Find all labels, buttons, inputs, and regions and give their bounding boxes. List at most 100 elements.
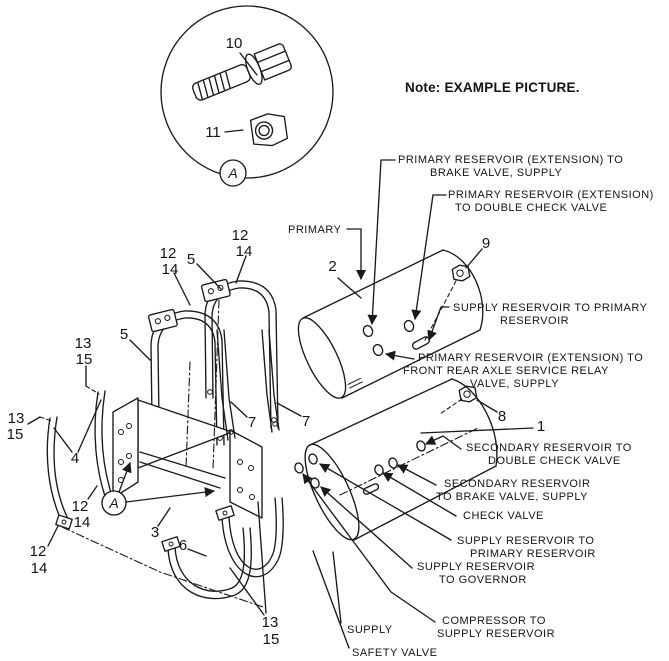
- leader-line: [85, 385, 100, 395]
- leader-line: [346, 228, 367, 281]
- leader-line: [337, 277, 362, 299]
- reservoir-port: [372, 343, 384, 357]
- part-number-14: 14: [31, 560, 48, 577]
- highlighted-item-2[interactable]: 2: [318, 251, 347, 278]
- nut-illustration: [249, 113, 289, 147]
- part-number-13: 13: [262, 614, 279, 631]
- callout-primary-ext-relay-3: VALVE, SUPPLY: [470, 378, 559, 390]
- reservoir-strap: [261, 329, 280, 433]
- callout-primary-ext-doublecheck-2: TO DOUBLE CHECK VALVE: [455, 202, 607, 214]
- callout-primary-ext-brake-2: BRAKE VALVE, SUPPLY: [430, 167, 563, 179]
- callout-secondary-brake-2: TO BRAKE VALVE, SUPPLY: [436, 491, 588, 503]
- leader-line: [187, 548, 207, 557]
- leader-line: [397, 464, 437, 486]
- reservoir-port: [403, 319, 415, 333]
- leader-line: [173, 272, 191, 306]
- leader-line: [39, 416, 53, 422]
- mounting-strap: [46, 416, 73, 530]
- leader-line: [196, 263, 222, 290]
- part-number-15: 15: [7, 426, 24, 443]
- part-number-7: 7: [302, 413, 310, 430]
- centerline: [185, 361, 191, 469]
- leader-line: [229, 567, 265, 616]
- reservoir-fitting: [362, 483, 380, 495]
- part-number-12: 12: [30, 543, 47, 560]
- leader-line: [465, 248, 483, 269]
- reservoir-port: [308, 453, 318, 465]
- callout-secondary-brake-1: SECONDARY RESERVOIR: [444, 478, 590, 490]
- detail-view-marker-label: A: [227, 165, 237, 181]
- reservoir-port: [416, 440, 426, 452]
- part-number-9: 9: [482, 235, 490, 252]
- callout-supply-governor-2: TO GOVERNOR: [439, 574, 527, 586]
- primary-reservoir: [297, 249, 488, 399]
- weld-seam: [347, 377, 363, 389]
- callout-primary-ext-brake-1: PRIMARY RESERVOIR (EXTENSION) TO: [398, 154, 623, 166]
- reservoir-port: [294, 462, 304, 474]
- leader-line: [157, 507, 171, 527]
- leader-line: [257, 501, 267, 614]
- part-number-12: 12: [232, 227, 249, 244]
- callout-secondary-doublecheck-2: DOUBLE CHECK VALVE: [488, 455, 621, 467]
- part-number-7: 7: [248, 414, 256, 431]
- leader-line: [53, 427, 73, 453]
- reservoir-strap: [216, 329, 236, 441]
- part-number-3: 3: [151, 524, 159, 541]
- part-number-6: 6: [179, 537, 187, 554]
- leader-line: [27, 416, 41, 425]
- detail-view-marker-circle: [219, 159, 247, 187]
- leader-line: [129, 339, 151, 361]
- part-number-12: 12: [160, 245, 177, 262]
- part-number-5: 5: [120, 326, 128, 343]
- part-number-2[interactable]: 2: [328, 258, 336, 275]
- fitting-nut-9: [451, 264, 471, 282]
- callout-supply-primary-upper-2: RESERVOIR: [500, 315, 569, 327]
- part-number-12: 12: [72, 498, 89, 515]
- callout-supply-governor-1: SUPPLY RESERVOIR: [417, 561, 535, 573]
- leader-line: [239, 52, 258, 76]
- part-numbers: 12 14 5 12 14 5 13 15 13 15 4 12 14 12 1…: [7, 227, 546, 648]
- assembly-ref-a: A: [101, 462, 216, 516]
- clamp-plate: [147, 308, 178, 333]
- leader-line: [367, 159, 396, 326]
- reservoir-port: [388, 457, 398, 469]
- centerline: [339, 427, 479, 496]
- leader-line: [312, 550, 350, 649]
- part-number-15: 15: [76, 351, 93, 368]
- leader-line: [47, 525, 59, 547]
- centerline: [212, 299, 220, 471]
- part-number-13: 13: [8, 410, 25, 427]
- callout-labels: PRIMARY RESERVOIR (EXTENSION) TO BRAKE V…: [288, 154, 654, 659]
- leader-line: [77, 399, 102, 453]
- callout-primary-ext-doublecheck-1: PRIMARY RESERVOIR (EXTENSION): [448, 189, 654, 201]
- u-bolt-clamp: [200, 278, 279, 429]
- part-number-14: 14: [236, 243, 253, 260]
- leader-line: [425, 435, 462, 450]
- reservoir-port: [374, 464, 384, 476]
- leader-lines: [27, 159, 534, 649]
- leader-line: [302, 473, 436, 623]
- leader-line: [319, 463, 452, 541]
- detail-view-a: 10 11 A: [160, 5, 334, 187]
- leader-line: [385, 350, 415, 361]
- part-number-14: 14: [74, 514, 91, 531]
- secondary-reservoir: [294, 378, 500, 541]
- callout-supply: SUPPLY: [347, 624, 393, 636]
- leader-line: [411, 194, 447, 321]
- mounting-assembly: A: [46, 278, 284, 608]
- callout-supply-primary-upper-1: SUPPLY RESERVOIR TO PRIMARY: [453, 302, 648, 314]
- assembly-ref-label: A: [108, 495, 118, 511]
- callout-supply-primary-lower-2: PRIMARY RESERVOIR: [470, 548, 596, 560]
- callout-primary-ext-relay-2: FRONT REAR AXLE SERVICE RELAY: [403, 365, 609, 377]
- leader-line: [224, 129, 244, 133]
- assembly-ref-circle: [101, 490, 127, 516]
- callout-primary-ext-relay-1: PRIMARY RESERVOIR (EXTENSION) TO: [418, 352, 643, 364]
- leader-line: [332, 551, 342, 624]
- leader-line: [476, 399, 498, 413]
- part-number-13: 13: [75, 335, 92, 352]
- fitting-centerline: [439, 398, 463, 415]
- callout-compressor-supply-2: SUPPLY RESERVOIR: [437, 628, 555, 640]
- callout-compressor-supply-1: COMPRESSOR TO: [442, 615, 546, 627]
- bolt-illustration: [191, 43, 292, 101]
